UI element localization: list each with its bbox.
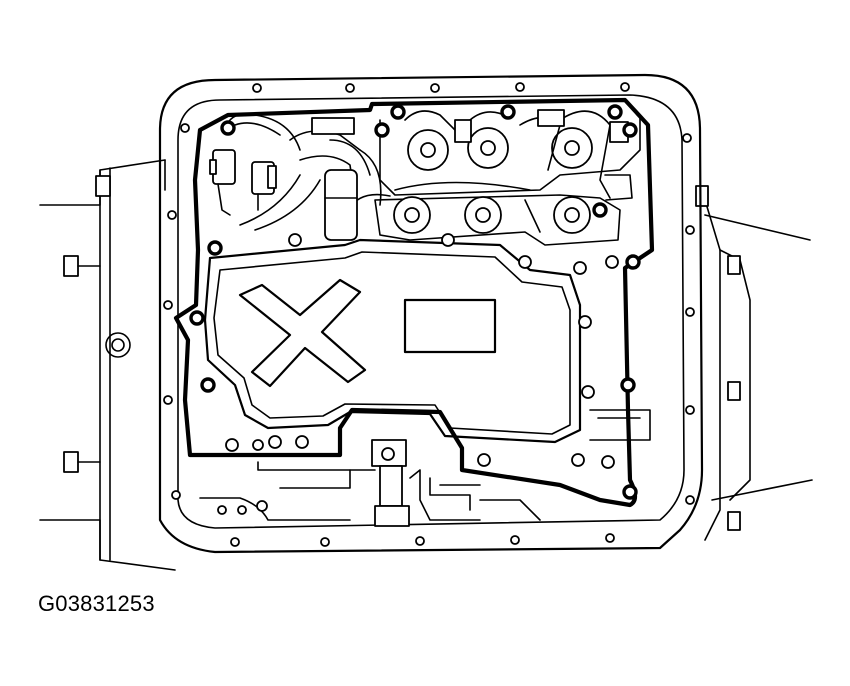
figure-code-label: G03831253 <box>38 591 155 616</box>
case-boss <box>63 451 79 473</box>
manual-valve-bracket <box>199 439 541 527</box>
lower-right-bracket <box>589 409 651 441</box>
case-boss <box>95 175 111 197</box>
wire-harness-connector <box>209 113 382 241</box>
pan-flange-outline <box>158 73 704 554</box>
case-boss <box>63 255 79 277</box>
oil-strainer <box>203 238 582 444</box>
harness-sleeve <box>324 169 358 241</box>
strainer-plate <box>403 298 497 354</box>
transmission-case-right <box>695 185 813 541</box>
flange-bolt-holes <box>163 82 695 547</box>
solenoid-assembly <box>347 109 641 246</box>
transmission-case-left <box>39 159 176 571</box>
case-plug <box>105 332 131 358</box>
valve-body-bolts <box>189 104 641 500</box>
small-bolts <box>225 233 619 469</box>
